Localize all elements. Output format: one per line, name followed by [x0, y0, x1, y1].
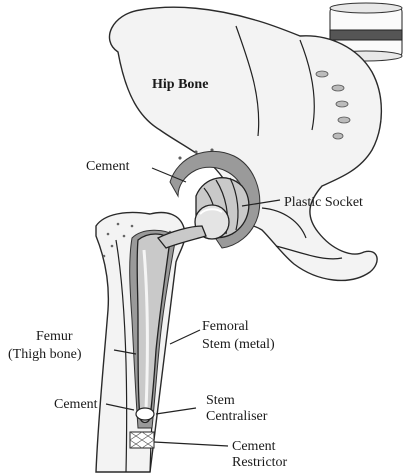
label-cement-restrictor-line2: Restrictor [232, 455, 288, 470]
label-stem-centraliser-line2: Centraliser [206, 409, 268, 424]
leader-femoral-stem [170, 330, 200, 344]
label-cement-restrictor-line1: Cement [232, 439, 276, 454]
label-hip-bone: Hip Bone [152, 77, 208, 92]
leader-cement-restrictor [154, 442, 228, 446]
leader-stem-centraliser [156, 408, 196, 414]
label-plastic-socket: Plastic Socket [284, 195, 363, 210]
stem-centraliser [136, 408, 154, 420]
label-cement-top: Cement [86, 159, 130, 174]
label-femoral-stem-line1: Femoral [202, 319, 249, 334]
label-stem-centraliser-line1: Stem [206, 393, 235, 408]
label-femur-line2: (Thigh bone) [8, 347, 82, 362]
label-cement-bottom: Cement [54, 397, 98, 412]
label-femur-line1: Femur [36, 329, 73, 344]
cement-restrictor [130, 432, 154, 448]
label-femoral-stem-line2: Stem (metal) [202, 337, 275, 352]
